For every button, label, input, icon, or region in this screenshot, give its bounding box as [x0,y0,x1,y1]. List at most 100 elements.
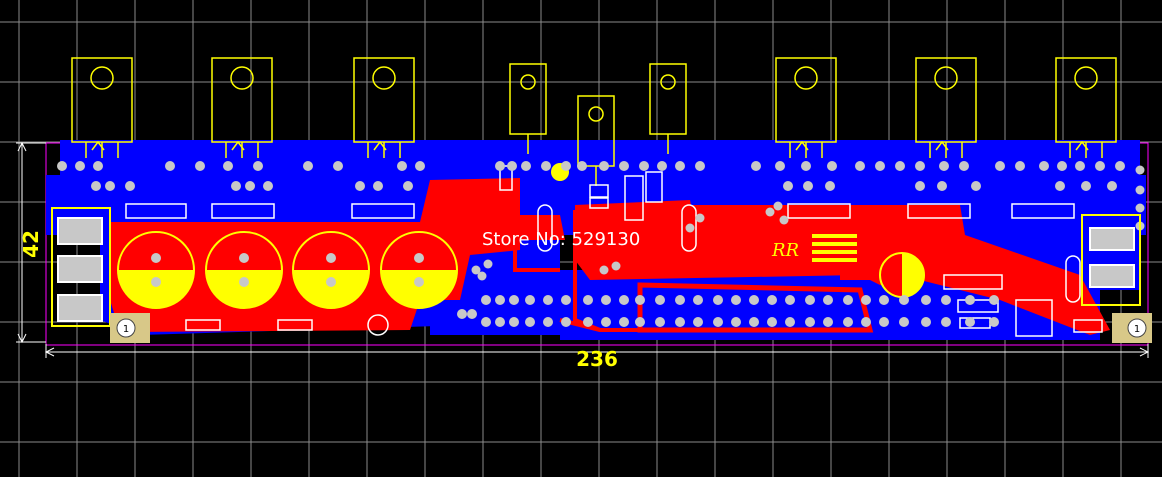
pad [639,161,649,171]
pad [989,295,999,305]
capacitor-pad [414,277,424,287]
pad [995,161,1005,171]
pad [495,295,505,305]
to220-package [509,63,547,154]
diode-outline [1065,255,1081,303]
pad [921,295,931,305]
silk-bars [812,234,857,262]
pad [333,161,343,171]
resistor-outline [787,203,851,219]
pad [695,161,705,171]
pad [971,181,981,191]
pad [105,181,115,191]
electrolytic-capacitors [117,163,925,309]
pad [245,181,255,191]
electrolytic-capacitor [292,231,370,309]
capacitor-pad [414,253,424,263]
pad [655,317,665,327]
to247-package [775,57,837,158]
resistor-outline [907,203,971,219]
pad [397,161,407,171]
to247-package [353,57,415,158]
via-pad [1135,185,1145,195]
pad [915,161,925,171]
lead-arrow-icon [935,140,949,151]
pad [861,317,871,327]
lead-arrow-icon [91,140,105,151]
mount-hole-icon [372,66,396,90]
silk-mark: RR [771,240,799,261]
pad [675,161,685,171]
pad [989,317,999,327]
pad [253,161,263,171]
electrolytic-capacitor [380,231,458,309]
lead-arrow-icon [231,140,245,151]
resistor-outline [211,203,275,219]
package-leads [85,142,119,158]
pad [959,161,969,171]
via-pad [1135,165,1145,175]
pad [749,317,759,327]
package-outline [211,57,273,143]
pad [619,161,629,171]
lead-arrow-icon [373,140,387,151]
package-leads [789,142,823,158]
pad [843,317,853,327]
pad [899,317,909,327]
mount-hole-icon [934,66,958,90]
pad [937,181,947,191]
resistor-outline [499,165,513,191]
pad [899,295,909,305]
pad [713,317,723,327]
pad [823,295,833,305]
via-pad [483,259,493,269]
package-outline [71,57,133,143]
pad [619,317,629,327]
pad [767,317,777,327]
package-leads [367,142,401,158]
pad [195,161,205,171]
pad [731,317,741,327]
pad [543,295,553,305]
package-leads [225,142,259,158]
height-dimension [16,141,46,344]
pad [635,317,645,327]
via-pad [695,213,705,223]
height-dimension-label: 42 [19,230,43,258]
component-pads [57,161,1145,327]
pad [561,317,571,327]
pad [231,181,241,191]
pad [635,295,645,305]
lead-arrow-icon [1075,140,1089,151]
terminal-connector-left [51,207,111,327]
pad [1115,161,1125,171]
mount-hole-label-right: 1 [1134,324,1140,335]
pad [93,161,103,171]
pad [785,317,795,327]
mount-hole-left: 1 [110,313,150,343]
pad [785,295,795,305]
pad [751,161,761,171]
capacitor-stripe [206,270,282,308]
pad [749,295,759,305]
pad [355,181,365,191]
pad [965,317,975,327]
pad [895,161,905,171]
package-outline [1055,57,1117,143]
pad [941,295,951,305]
pad [583,295,593,305]
pad [1075,161,1085,171]
pad [941,317,951,327]
to247-package [211,57,273,158]
capacitor-pad [239,277,249,287]
via-pad [477,271,487,281]
width-dimension-label: 236 [576,347,618,371]
via-pad [685,223,695,233]
pad [509,317,519,327]
package-leads [1069,142,1103,158]
resistor-outline [351,203,415,219]
pad [1095,161,1105,171]
via-pad [765,207,775,217]
capacitor-pad [326,253,336,263]
pad [657,161,667,171]
